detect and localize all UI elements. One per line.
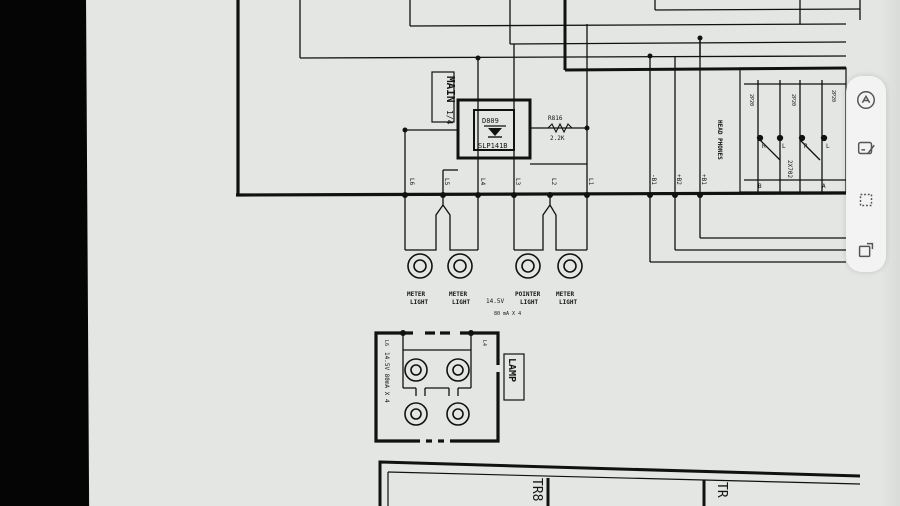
- node-label: A: [822, 183, 826, 190]
- lamp-board-label: LAMP: [506, 358, 517, 382]
- resistor-stack-label: 2P20: [748, 94, 754, 106]
- bus-junctions: [400, 35, 703, 336]
- lamp-label-line2: LIGHT: [410, 299, 428, 306]
- bus-label: L2: [550, 178, 557, 186]
- node-label: L: [826, 143, 830, 150]
- bus-label: L1: [587, 178, 594, 186]
- connector-label: 2X702: [786, 160, 793, 178]
- voltage-label: 14.5V: [486, 298, 504, 305]
- bus-label: L4: [479, 178, 486, 186]
- bus-labels: L6 L5 L4 L3 L2 L1 -B1 +B2 +B1: [408, 174, 707, 186]
- resistor-ref: R816: [548, 115, 563, 122]
- annotate-icon[interactable]: [852, 86, 880, 114]
- lamp-l4-label: L4: [481, 340, 487, 346]
- resistor-stack-label: 2P20: [830, 90, 836, 102]
- lamp-label-line1: METER: [556, 291, 574, 298]
- node-label: L: [782, 143, 786, 150]
- crop-icon[interactable]: [852, 186, 880, 214]
- headphones-label: HEAD PHONES: [716, 120, 723, 160]
- lamp-label-line1: METER: [407, 291, 425, 298]
- node-label: B: [758, 183, 762, 190]
- main-bus-line: [235, 191, 847, 197]
- node-labels: R L R L B A: [758, 143, 830, 190]
- tr-left-label: TR8: [529, 478, 544, 501]
- lamp-label-line2: LIGHT: [520, 299, 538, 306]
- bus-label: +B2: [675, 174, 682, 185]
- bus-label: -B1: [650, 174, 657, 185]
- lamp-label-line2: LIGHT: [452, 299, 470, 306]
- bus-label: +B1: [700, 174, 707, 185]
- lamp-l6-label: L6: [383, 340, 389, 346]
- dark-edge: [0, 0, 88, 506]
- resistor-stack-label: 2P20: [790, 94, 796, 106]
- bus-label: L6: [408, 178, 415, 186]
- floating-toolbar: [846, 76, 886, 272]
- lamp-label-line2: LIGHT: [559, 299, 577, 306]
- lamp-label-line1: POINTER: [515, 291, 541, 298]
- node-label: R: [762, 143, 766, 150]
- main-label: MAIN: [444, 76, 457, 103]
- node-label: R: [804, 143, 808, 150]
- lamp-labels: METER LIGHT METER LIGHT POINTER LIGHT ME…: [407, 291, 577, 306]
- current-label: 80 mA X 4: [494, 311, 521, 317]
- pen-icon[interactable]: [852, 134, 880, 162]
- resize-icon[interactable]: [852, 236, 880, 264]
- lamp-label-line1: METER: [449, 291, 467, 298]
- main-fraction: 1/4: [445, 110, 454, 125]
- diode-part: SLP141B: [478, 142, 508, 150]
- tr-right-label: TR: [714, 482, 729, 498]
- bus-label: L3: [514, 178, 521, 186]
- resistor-value: 2.2K: [550, 135, 565, 142]
- lamp-bulbs: [404, 253, 583, 426]
- resistor-stack-labels: 2P20 2P20 2P20: [748, 90, 836, 106]
- bus-label: L5: [443, 178, 450, 186]
- diode-ref: D809: [482, 117, 499, 125]
- lamp-rating-label: 14.5V 80mA X 4: [383, 352, 390, 403]
